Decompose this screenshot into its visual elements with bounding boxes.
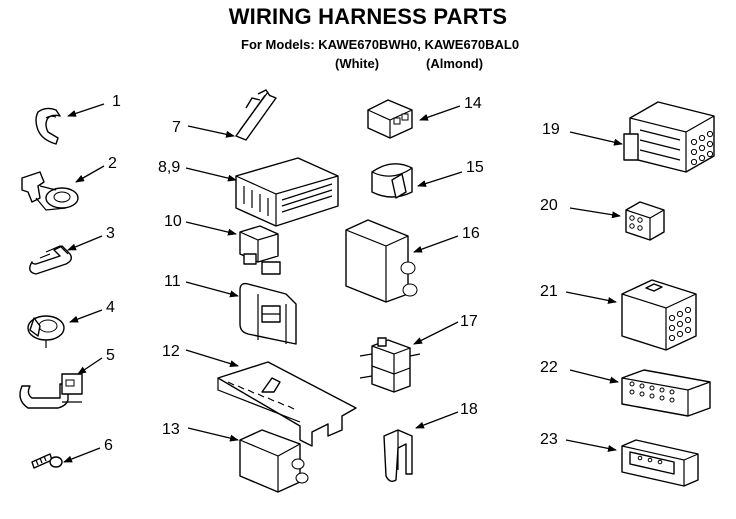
callout-21: 21 [540,283,558,300]
arrow-22 [569,369,619,384]
part-16-housing [345,219,418,303]
part-10-terminal [239,225,281,275]
part-6-screw [31,453,63,469]
part-4-grommet [27,315,65,348]
callout-23: 23 [540,431,558,448]
callout-14: 14 [464,95,482,112]
arrow-5 [77,357,103,375]
part-7-strip [235,89,277,141]
callout-13: 13 [162,421,180,438]
callout-1: 1 [112,93,121,110]
callout-12: 12 [162,343,180,360]
white-model-label: (White) [335,56,380,71]
part-12-long-housing [217,361,357,447]
part-19-large-connector [623,101,715,173]
part-8-9-housing [235,157,339,227]
callout-11: 11 [164,273,181,290]
page-title: WIRING HARNESS PARTS [228,4,508,29]
arrow-19 [569,131,623,146]
models-line: For Models: KAWE670BWH0, KAWE670BAL0 [241,37,520,52]
arrow-14 [419,105,461,121]
arrow-16 [413,235,459,253]
arrow-18 [415,411,459,429]
callout-15: 15 [466,159,484,176]
part-20-small-block [625,201,665,241]
arrow-6 [63,447,101,463]
callout-4: 4 [106,299,115,316]
part-13-housing [239,429,309,493]
part-22-multi-row [621,369,711,417]
part-23-d-connector [621,439,699,487]
callout-7: 7 [172,119,181,136]
callout-22: 22 [540,359,558,376]
part-3-wire-clip [29,245,73,275]
arrow-10 [185,221,237,236]
part-2-clamp [21,171,79,211]
almond-model-label: (Almond) [426,56,484,71]
callout-2: 2 [108,155,117,172]
part-21-block [621,279,697,351]
callout-5: 5 [106,347,115,364]
arrow-21 [565,291,617,304]
callout-16: 16 [462,225,480,242]
arrow-12 [185,349,239,367]
callout-19: 19 [542,121,560,138]
arrow-11 [185,281,239,298]
part-17-terminal-block [359,337,421,393]
part-1-clip [35,107,61,145]
arrow-13 [187,427,239,442]
arrow-7 [187,125,235,138]
callout-8-9: 8,9 [158,159,180,176]
part-18-clip [383,429,413,483]
part-11-connector [239,282,297,345]
callout-18: 18 [460,401,478,418]
part-14-plug [367,99,413,139]
callout-17: 17 [460,313,478,330]
arrow-8-9 [185,167,237,182]
callout-20: 20 [540,197,558,214]
arrow-2 [75,165,105,183]
arrow-3 [67,235,103,251]
arrow-4 [69,309,103,323]
callout-10: 10 [164,213,182,230]
part-5-bracket [19,373,83,409]
callout-6: 6 [104,437,113,454]
arrow-15 [417,171,463,187]
arrow-17 [413,321,459,345]
arrow-1 [67,103,105,117]
arrow-23 [565,439,617,452]
arrow-20 [569,207,621,219]
callout-3: 3 [106,225,115,242]
part-15-sleeve [371,163,413,199]
